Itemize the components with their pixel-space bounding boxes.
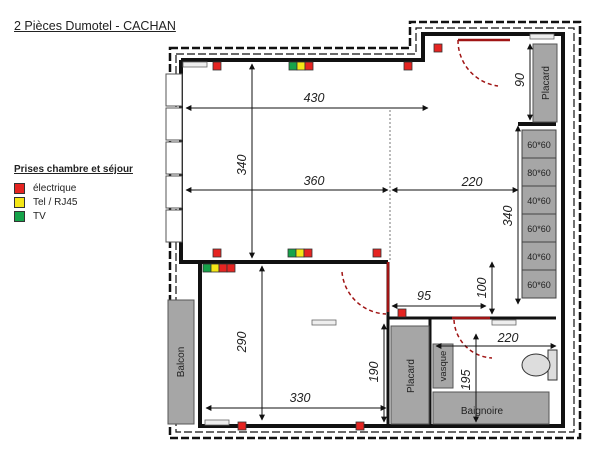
balcon-zone: Balcon: [167, 299, 195, 425]
legend-label-tel: Tel / RJ45: [33, 196, 78, 208]
outlet-electric: [372, 248, 382, 258]
placard-bottom-label: Placard: [406, 359, 417, 393]
dim-hall-height: 100: [475, 278, 489, 299]
outlet-electric: [237, 421, 247, 431]
cabinet-label: 60*60: [527, 140, 551, 150]
toilet-icon: [521, 349, 558, 381]
outlet-tel: [210, 263, 220, 273]
window-markers: [182, 33, 555, 426]
tel-swatch-icon: [14, 196, 25, 208]
outlet-tv: [288, 61, 298, 71]
dim-kitchen-width: 220: [461, 175, 483, 189]
outer-envelope: [168, 20, 582, 440]
doors: [341, 38, 510, 359]
legend-item-tv: TV: [14, 209, 133, 223]
vasque: vasque: [432, 343, 454, 389]
dim-entry-depth: 90: [513, 73, 527, 87]
legend-item-tel: Tel / RJ45: [14, 195, 133, 209]
outlet-tel: [296, 61, 306, 71]
dim-bedroom-height: 290: [235, 332, 249, 354]
placard-top-label: Placard: [541, 66, 552, 100]
dim-kitchen-height: 340: [501, 206, 515, 227]
dim-living-height: 340: [235, 155, 249, 176]
outlet-electric: [397, 308, 407, 318]
kitchen-cabinets: 60*60 80*60 40*60 60*60 40*60 60*60: [521, 129, 557, 299]
cabinet-label: 60*60: [527, 280, 551, 290]
outlet-tel: [295, 248, 305, 258]
dimension-labels: 430 340 360 220 340 90 100 95 220 290 33…: [235, 73, 527, 405]
legend: Prises chambre et séjour électrique Tel …: [14, 164, 133, 223]
outlet-electric: [303, 248, 313, 258]
outlet-electric: [212, 248, 222, 258]
windows-left: [165, 73, 183, 243]
outlet-electric: [433, 43, 443, 53]
baignoire-label: Baignoire: [461, 406, 504, 417]
plan-title: 2 Pièces Dumotel - CACHAN: [14, 19, 176, 33]
outlet-electric: [218, 263, 228, 273]
tv-swatch-icon: [14, 210, 25, 222]
outlet-tv: [202, 263, 212, 273]
placard-bottom: Placard: [390, 325, 430, 425]
cabinet-label: 60*60: [527, 224, 551, 234]
dimension-lines: [185, 43, 557, 423]
outlet-electric: [355, 421, 365, 431]
cabinet-label: 80*60: [527, 168, 551, 178]
interior-walls: [200, 122, 556, 426]
legend-label-tv: TV: [33, 210, 46, 222]
legend-label-electric: électrique: [33, 182, 77, 194]
outlet-electric: [226, 263, 236, 273]
outlet-tv: [287, 248, 297, 258]
outlets: [202, 43, 443, 431]
vasque-label: vasque: [438, 351, 449, 382]
dim-bath-width: 220: [497, 331, 519, 345]
placard-top: Placard: [532, 43, 558, 123]
outlet-electric: [212, 61, 222, 71]
dim-hall-width: 95: [417, 289, 431, 303]
legend-item-electric: électrique: [14, 181, 133, 195]
dim-top-width: 430: [304, 91, 325, 105]
dim-bedroom-width: 330: [290, 391, 311, 405]
baignoire: Baignoire: [432, 391, 550, 425]
balcon-label: Balcon: [176, 347, 187, 378]
legend-title: Prises chambre et séjour: [14, 164, 133, 175]
electric-swatch-icon: [14, 182, 25, 194]
outlet-electric: [304, 61, 314, 71]
outlet-electric: [403, 61, 413, 71]
cabinet-label: 40*60: [527, 196, 551, 206]
cabinet-label: 40*60: [527, 252, 551, 262]
dim-placard-height: 190: [367, 362, 381, 383]
dim-living-width: 360: [304, 174, 325, 188]
dim-bath-height: 195: [459, 370, 473, 391]
